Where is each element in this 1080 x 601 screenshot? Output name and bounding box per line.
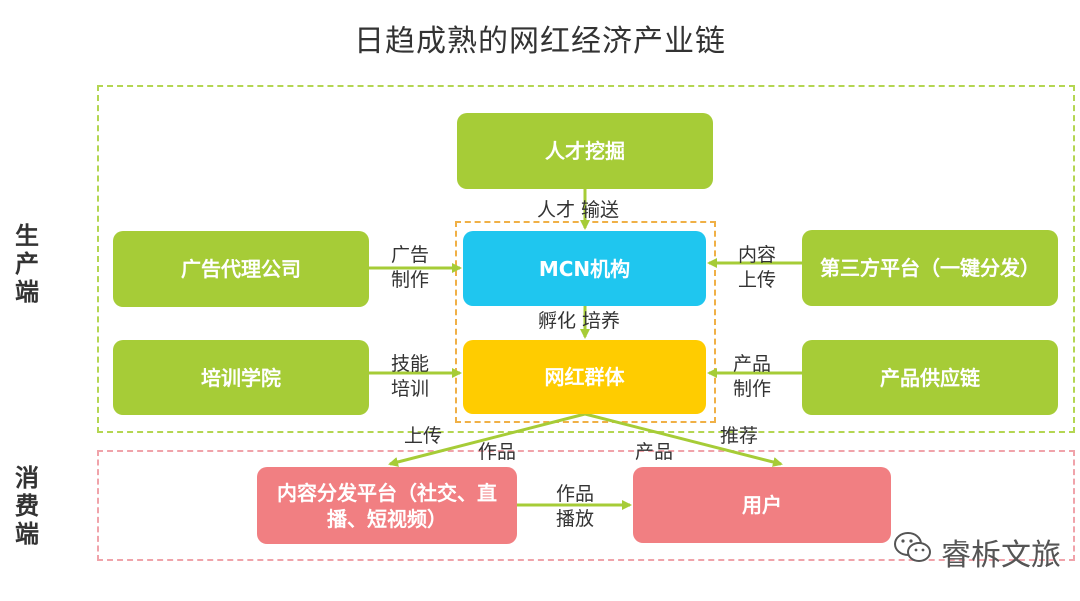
label-works: 作品: [478, 441, 517, 463]
label-play-line1: 作品: [556, 483, 595, 505]
label-recommend: 推荐: [720, 425, 759, 447]
node-content-platform: 内容分发平台（社交、直播、短视频）: [257, 467, 517, 544]
label-ad-line2: 制作: [391, 269, 430, 291]
label-third-line2: 上传: [738, 269, 777, 291]
wechat-icon: [893, 531, 933, 573]
consumption-zone: [97, 450, 1075, 561]
production-zone: [97, 85, 1075, 433]
node-third-party: 第三方平台（一键分发）: [802, 230, 1058, 306]
label-training-line2: 培训: [391, 378, 430, 400]
arrow-influencers-to-users: [584, 412, 783, 467]
node-training: 培训学院: [113, 340, 369, 415]
production-label: 生产端: [15, 222, 39, 306]
arrow-influencers-to-platform: [388, 412, 586, 467]
label-ad-line1: 广告: [391, 244, 430, 266]
node-influencers: 网红群体: [463, 340, 706, 414]
consumption-label: 消费端: [15, 464, 39, 548]
watermark: 睿柝文旅: [893, 530, 1061, 574]
node-supply-chain: 产品供应链: [802, 340, 1058, 415]
label-training-line1: 技能: [391, 353, 430, 375]
label-upload: 上传: [404, 425, 443, 447]
node-users: 用户: [633, 467, 891, 543]
node-mcn: MCN机构: [463, 231, 706, 306]
label-talent-to-mcn: 人才 输送: [537, 199, 620, 221]
label-supply-line1: 产品: [733, 353, 772, 375]
label-play-line2: 播放: [556, 508, 595, 530]
diagram-title: 日趋成熟的网红经济产业链: [354, 24, 726, 59]
node-talent: 人才挖掘: [457, 113, 713, 189]
label-supply-line2: 制作: [733, 378, 772, 400]
label-mcn-to-influencers: 孵化 培养: [538, 310, 621, 332]
label-third-line1: 内容: [738, 244, 777, 266]
node-ad-agency: 广告代理公司: [113, 231, 369, 307]
label-product: 产品: [635, 441, 674, 463]
watermark-text: 睿柝文旅: [941, 538, 1061, 573]
